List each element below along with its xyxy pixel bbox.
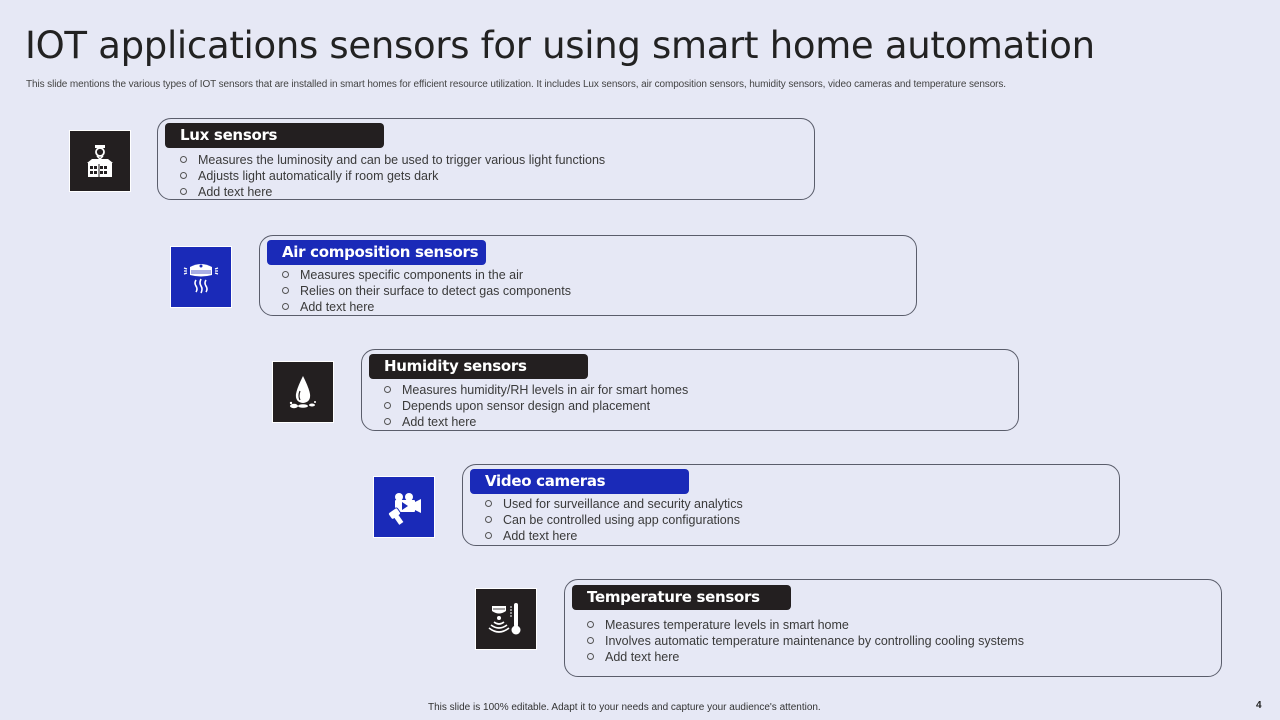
sensor-bullet-list: Used for surveillance and security analy… bbox=[485, 496, 743, 544]
bullet-item: Used for surveillance and security analy… bbox=[485, 496, 743, 512]
footer-note: This slide is 100% editable. Adapt it to… bbox=[428, 702, 821, 713]
sensor-title-pill: Lux sensors bbox=[165, 123, 384, 148]
thermometer-sensor-icon bbox=[488, 603, 521, 635]
bullet-circle-icon bbox=[587, 621, 594, 629]
air-sensor-icon-box bbox=[170, 246, 232, 308]
bullet-item: Add text here bbox=[384, 414, 688, 430]
water-drop-icon bbox=[289, 376, 316, 409]
bullet-circle-icon bbox=[485, 516, 492, 524]
sensor-card-air-composition: Air composition sensors Measures specifi… bbox=[259, 235, 917, 316]
sensor-card-humidity: Humidity sensors Measures humidity/RH le… bbox=[361, 349, 1019, 431]
temperature-sensor-icon-box bbox=[475, 588, 537, 650]
sensor-title-pill: Temperature sensors bbox=[572, 585, 791, 610]
page-title: IOT applications sensors for using smart… bbox=[25, 24, 1095, 67]
sensor-title-pill: Air composition sensors bbox=[267, 240, 486, 265]
bullet-circle-icon bbox=[180, 188, 187, 196]
sensor-bullet-list: Measures temperature levels in smart hom… bbox=[587, 617, 1024, 665]
bullet-circle-icon bbox=[384, 402, 391, 410]
smoke-detector-icon bbox=[183, 264, 219, 294]
bullet-item: Measures specific components in the air bbox=[282, 267, 571, 283]
bullet-item: Can be controlled using app configuratio… bbox=[485, 512, 743, 528]
video-camera-icon-box bbox=[373, 476, 435, 538]
bullet-circle-icon bbox=[282, 303, 289, 311]
sensor-title-pill: Humidity sensors bbox=[369, 354, 588, 379]
bullet-item: Add text here bbox=[587, 649, 1024, 665]
sensor-card-video-cameras: Video cameras Used for surveillance and … bbox=[462, 464, 1120, 546]
sensor-card-temperature: Temperature sensors Measures temperature… bbox=[564, 579, 1222, 677]
bullet-item: Add text here bbox=[180, 184, 605, 200]
sensor-title-pill: Video cameras bbox=[470, 469, 689, 494]
building-lamp-icon bbox=[87, 145, 113, 177]
bullet-circle-icon bbox=[485, 532, 492, 540]
lux-sensor-icon-box bbox=[69, 130, 131, 192]
bullet-item: Measures temperature levels in smart hom… bbox=[587, 617, 1024, 633]
sensor-card-lux: Lux sensors Measures the luminosity and … bbox=[157, 118, 815, 200]
sensor-bullet-list: Measures humidity/RH levels in air for s… bbox=[384, 382, 688, 430]
bullet-item: Measures the luminosity and can be used … bbox=[180, 152, 605, 168]
bullet-circle-icon bbox=[180, 172, 187, 180]
bullet-item: Add text here bbox=[282, 299, 571, 315]
video-camera-icon bbox=[387, 493, 421, 525]
bullet-circle-icon bbox=[587, 637, 594, 645]
bullet-item: Involves automatic temperature maintenan… bbox=[587, 633, 1024, 649]
bullet-circle-icon bbox=[282, 271, 289, 279]
sensor-bullet-list: Measures specific components in the air … bbox=[282, 267, 571, 315]
bullet-item: Measures humidity/RH levels in air for s… bbox=[384, 382, 688, 398]
bullet-circle-icon bbox=[587, 653, 594, 661]
bullet-circle-icon bbox=[384, 386, 391, 394]
bullet-circle-icon bbox=[485, 500, 492, 508]
humidity-sensor-icon-box bbox=[272, 361, 334, 423]
bullet-circle-icon bbox=[282, 287, 289, 295]
page-number: 4 bbox=[1256, 700, 1262, 711]
page-subtitle: This slide mentions the various types of… bbox=[26, 79, 1006, 90]
bullet-circle-icon bbox=[384, 418, 391, 426]
sensor-bullet-list: Measures the luminosity and can be used … bbox=[180, 152, 605, 200]
bullet-item: Adjusts light automatically if room gets… bbox=[180, 168, 605, 184]
bullet-item: Add text here bbox=[485, 528, 743, 544]
bullet-item: Depends upon sensor design and placement bbox=[384, 398, 688, 414]
bullet-item: Relies on their surface to detect gas co… bbox=[282, 283, 571, 299]
bullet-circle-icon bbox=[180, 156, 187, 164]
